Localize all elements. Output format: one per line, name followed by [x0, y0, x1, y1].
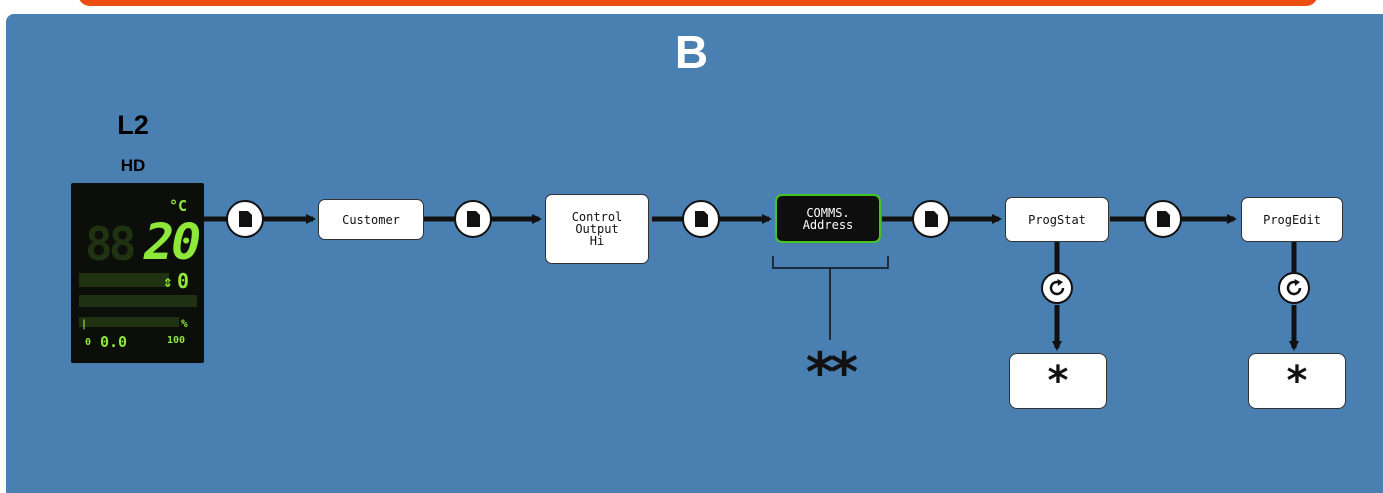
node-comms-address: COMMS. Address: [775, 194, 881, 243]
scroll-key-button: [1278, 272, 1310, 304]
node-customer: Customer: [318, 199, 424, 240]
top-banner: [78, 0, 1318, 6]
diagram-panel: [6, 14, 1383, 493]
page-key-icon: [239, 211, 252, 227]
page-key-button: [682, 200, 720, 238]
page-key-icon: [1157, 211, 1170, 227]
node-control-output-hi: Control Output Hi: [545, 194, 649, 264]
page-key-icon: [695, 211, 708, 227]
progedit-submenu-box: *: [1248, 353, 1346, 409]
display-scale-max: 100: [167, 335, 186, 346]
page-key-button: [1144, 200, 1182, 238]
display-scale-min: 0: [85, 337, 92, 348]
node-progedit: ProgEdit: [1241, 197, 1343, 242]
progstat-submenu-box: *: [1009, 353, 1107, 409]
scroll-key-icon: [1286, 279, 1302, 296]
display-bar-indicator: |: [81, 319, 88, 330]
display-arrows-icon: ⇕: [163, 272, 173, 291]
scroll-key-button: [1041, 272, 1073, 304]
device-display: 88 °C 20 ⇕ 0 | % 0 0.0 100: [71, 183, 204, 363]
display-process-value: 20: [144, 213, 201, 271]
level-label: L2: [117, 110, 149, 140]
display-unit: °C: [169, 197, 188, 215]
node-progstat: ProgStat: [1005, 197, 1109, 242]
display-percent: %: [181, 317, 188, 330]
display-output-value: 0.0: [100, 333, 128, 351]
display-setpoint: 0: [177, 269, 190, 293]
page-key-button: [454, 200, 492, 238]
comms-bracket: [772, 256, 889, 340]
page-key-icon: [467, 211, 480, 227]
note-marker: **: [805, 341, 858, 404]
page-key-icon: [925, 211, 938, 227]
scroll-key-icon: [1049, 279, 1065, 296]
device-label: HD: [120, 156, 146, 175]
page-key-button: [912, 200, 950, 238]
section-title: B: [674, 26, 709, 78]
page-key-button: [226, 200, 264, 238]
